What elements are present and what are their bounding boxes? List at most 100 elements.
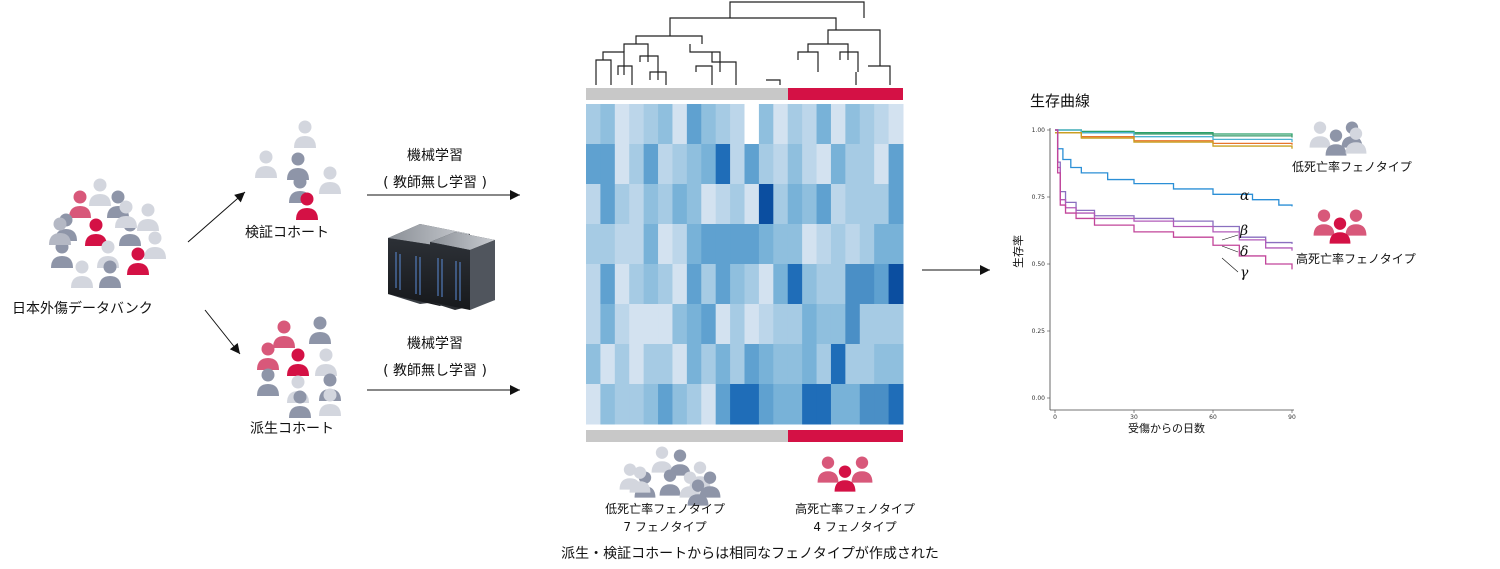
heatmap-cell	[773, 344, 789, 385]
heatmap-cell	[787, 224, 803, 265]
heatmap-cell	[874, 344, 890, 385]
heatmap-cell	[787, 104, 803, 145]
heatmap-cell	[787, 304, 803, 345]
heatmap-cell	[888, 224, 904, 265]
heatmap-cell	[773, 224, 789, 265]
heatmap-cell	[758, 264, 774, 305]
person-icon	[71, 260, 93, 288]
heatmap-cell	[874, 264, 890, 305]
heatmap-cell	[658, 184, 673, 225]
heatmap-cell	[874, 224, 890, 265]
heatmap-cell	[816, 184, 832, 225]
person-icon	[85, 218, 107, 246]
person-icon	[817, 456, 839, 483]
heatmap-cell	[715, 104, 731, 145]
dendrogram-branch	[669, 17, 837, 36]
arrow-to-survival-head	[980, 265, 990, 275]
heatmap-cell	[672, 224, 688, 265]
person-icon	[289, 390, 311, 418]
heatmap-cell	[888, 304, 904, 345]
heatmap-cell	[629, 344, 645, 385]
leader-line	[1221, 245, 1239, 253]
greek-label: α	[1240, 188, 1250, 204]
heatmap-cell	[686, 344, 702, 385]
heatmap-cell	[816, 384, 832, 425]
legend-low-label: 低死亡率フェノタイプ	[1292, 160, 1412, 174]
heatmap-cell	[715, 224, 731, 265]
dendrogram-branch	[635, 35, 703, 44]
heatmap-cell	[830, 304, 846, 345]
person-icon	[319, 166, 341, 194]
caption: 派生・検証コホートからは相同なフェノタイプが作成された	[561, 546, 939, 562]
heatmap-cell	[629, 304, 645, 345]
person-icon	[144, 231, 166, 259]
survival-curve	[1055, 129, 1293, 207]
heatmap-cell	[859, 304, 875, 345]
heatmap-cell	[859, 184, 875, 225]
heatmap-cell	[643, 224, 659, 265]
heatmap-cell	[802, 224, 818, 265]
y-axis-label: 生存率	[1012, 235, 1025, 268]
heatmap-cell	[701, 384, 717, 425]
heatmap-cell	[888, 384, 904, 425]
heatmap-cell	[830, 264, 846, 305]
person-icon	[659, 469, 681, 496]
y-tick-label: 0.25	[1032, 328, 1046, 335]
heatmap-cell	[802, 384, 818, 425]
heatmap-cell	[802, 184, 818, 225]
heatmap-cell	[629, 144, 645, 185]
heatmap-cell	[629, 184, 645, 225]
heatmap-cell	[758, 144, 774, 185]
heatmap-cell	[874, 104, 890, 145]
heatmap-cell	[614, 224, 630, 265]
heatmap-cell	[830, 224, 846, 265]
heatmap-cell	[730, 264, 745, 305]
heatmap-cell	[643, 264, 659, 305]
survival-curve	[1055, 132, 1293, 149]
heatmap-cell	[600, 264, 616, 305]
heatmap-cell	[730, 224, 745, 265]
heatmap-cell	[715, 144, 731, 185]
y-tick-label: 1.00	[1032, 127, 1046, 134]
heatmap-cell	[845, 384, 861, 425]
heatmap-cell	[586, 384, 601, 425]
heatmap-cell	[773, 144, 789, 185]
dendrogram-branch	[649, 71, 667, 85]
dendrogram-branch	[602, 51, 625, 75]
heatmap-cell	[730, 144, 745, 185]
arrow-ml-top-head	[510, 190, 520, 200]
heatmap-cell	[859, 144, 875, 185]
heatmap-cell	[730, 384, 745, 425]
heatmap-cell	[802, 344, 818, 385]
heatmap-cell	[816, 104, 832, 145]
heatmap-cell	[629, 104, 645, 145]
heatmap-cell	[643, 344, 659, 385]
person-icon	[296, 192, 318, 220]
heatmap-cell	[600, 224, 616, 265]
heatmap-cell	[758, 224, 774, 265]
dendrogram-branch	[839, 51, 859, 72]
heatmap-cell	[701, 224, 717, 265]
heatmap-cell	[802, 264, 818, 305]
person-icon	[651, 446, 673, 473]
heatmap-cell	[643, 304, 659, 345]
heatmap-cell	[686, 264, 702, 305]
dendrogram-branch	[729, 1, 865, 18]
greek-label: β	[1239, 223, 1248, 239]
heatmap-cell	[686, 104, 702, 145]
person-icon	[99, 260, 121, 288]
legend-high-label: 高死亡率フェノタイプ	[1296, 252, 1416, 266]
heatmap-cell	[744, 144, 760, 185]
heatmap-cell	[787, 344, 803, 385]
heatmap-cell	[730, 104, 745, 145]
heatmap-cell	[730, 344, 745, 385]
heatmap-cell	[715, 344, 731, 385]
heatmap-cell	[758, 344, 774, 385]
person-icon	[629, 466, 651, 493]
person-icon	[89, 178, 111, 206]
heatmap-cell	[629, 384, 645, 425]
dendrogram-branch	[695, 65, 713, 85]
